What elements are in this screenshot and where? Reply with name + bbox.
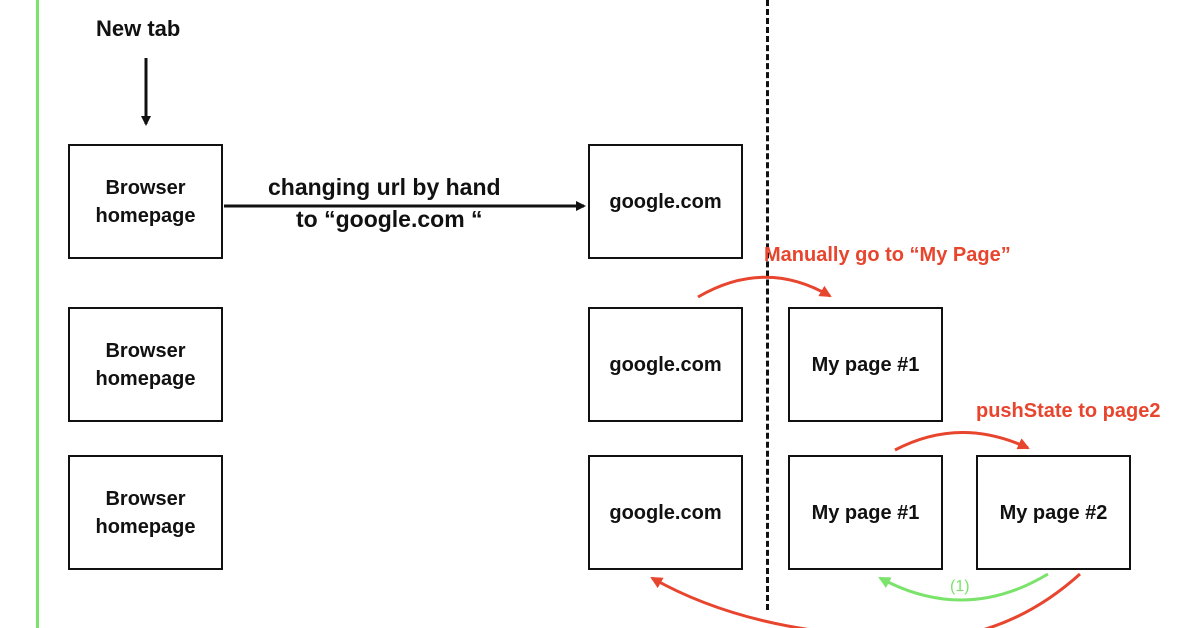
box-label: Browser homepage — [95, 487, 196, 538]
back-green-arrow — [878, 572, 1049, 602]
google-box-2: google.com — [588, 307, 743, 422]
browser-homepage-box-3: Browser homepage — [68, 455, 223, 570]
pushstate-arrow — [894, 431, 1030, 452]
box-label: google.com — [609, 501, 722, 524]
browser-homepage-box-1: Browser homepage — [68, 144, 223, 259]
google-box-3: google.com — [588, 455, 743, 570]
box-label: Browser homepage — [95, 339, 196, 390]
changing-url-label-line1: changing url by hand — [268, 174, 501, 200]
manually-go-label: Manually go to “My Page” — [764, 244, 1011, 266]
changing-url-label-line2: to “google.com “ — [296, 206, 483, 232]
manually-go-arrow — [697, 275, 832, 299]
dashed-divider — [766, 0, 769, 610]
box-label: google.com — [609, 190, 722, 213]
back-red-arrow — [650, 572, 1082, 628]
my-page-2-box-row3: My page #2 — [976, 455, 1131, 570]
box-label: My page #2 — [999, 501, 1108, 524]
my-page-1-box-row3: My page #1 — [788, 455, 943, 570]
my-page-1-box-row2: My page #1 — [788, 307, 943, 422]
new-tab-label: New tab — [96, 16, 181, 41]
left-green-divider — [36, 0, 39, 628]
google-box-1: google.com — [588, 144, 743, 259]
box-label: My page #1 — [811, 353, 920, 376]
box-label: My page #1 — [811, 501, 920, 524]
back-step-label: (1) — [950, 578, 970, 595]
box-label: Browser homepage — [95, 176, 196, 227]
pushstate-label: pushState to page2 — [976, 400, 1161, 422]
box-label: google.com — [609, 353, 722, 376]
browser-homepage-box-2: Browser homepage — [68, 307, 223, 422]
